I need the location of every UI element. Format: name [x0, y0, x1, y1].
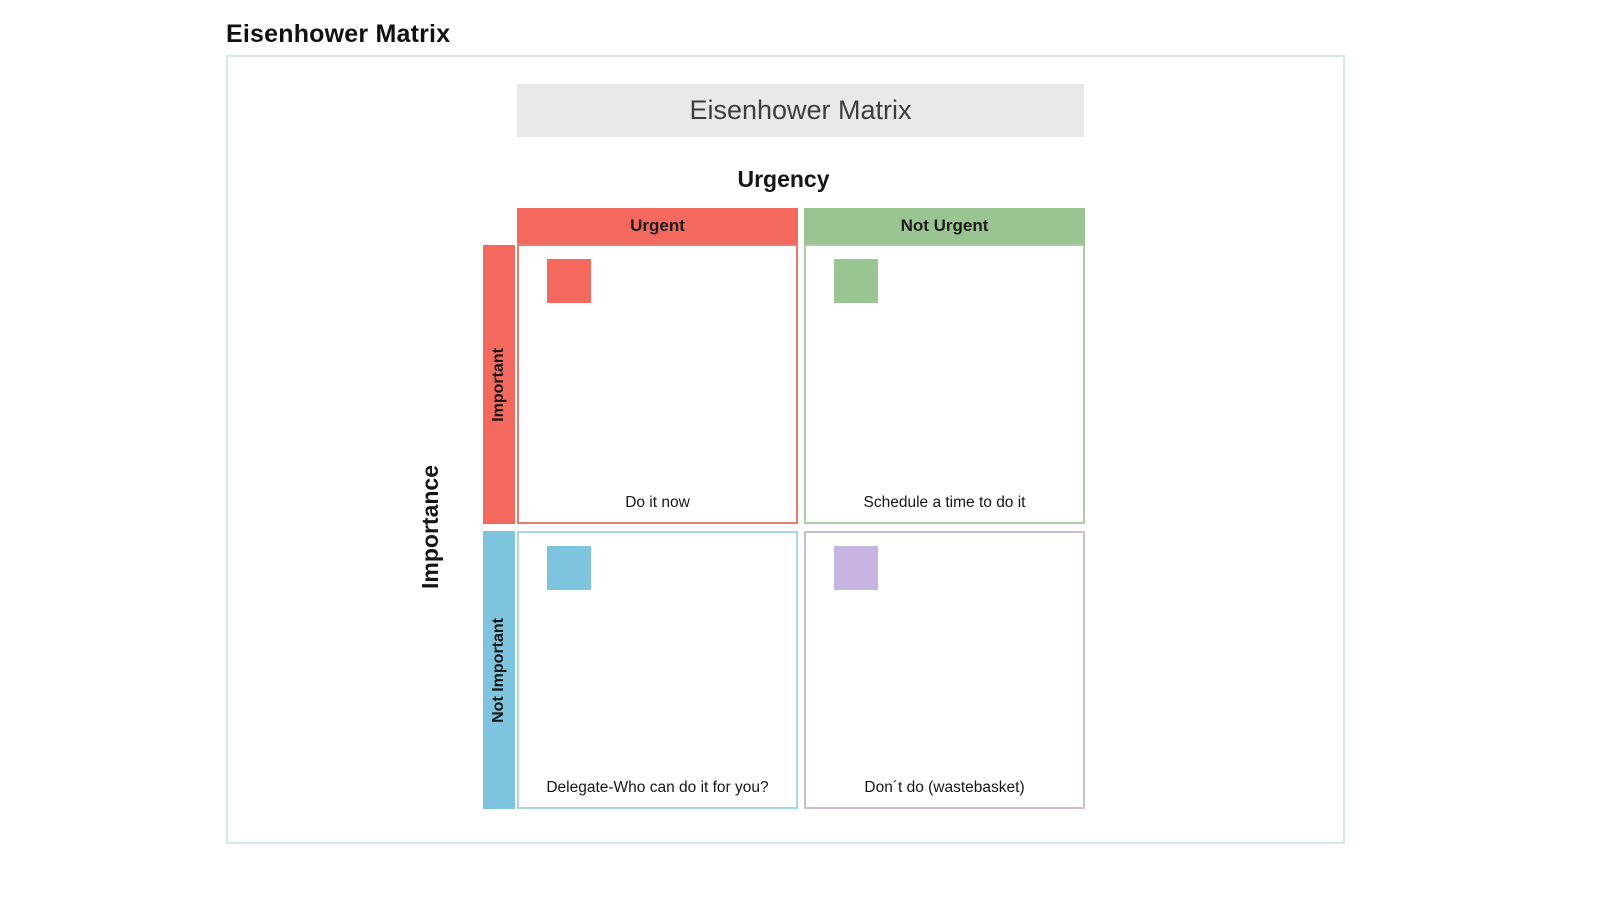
accent-square-icon [547, 546, 591, 590]
quadrant-action-label: Don´t do (wastebasket) [864, 779, 1025, 796]
column-header-not-urgent: Not Urgent [804, 208, 1085, 244]
quadrant-action-label: Delegate-Who can do it for you? [546, 779, 769, 796]
axis-label-importance-text: Importance [416, 465, 443, 589]
accent-square-icon [834, 259, 878, 303]
axis-label-importance: Importance [410, 245, 450, 809]
page-title: Eisenhower Matrix [226, 20, 451, 48]
quadrant-action-label: Schedule a time to do it [863, 494, 1026, 511]
quadrant-not-urgent-important: Schedule a time to do it [804, 244, 1085, 524]
accent-square-icon [547, 259, 591, 303]
quadrant-urgent-important: Do it now [517, 244, 798, 524]
quadrant-urgent-not-important: Delegate-Who can do it for you? [517, 531, 798, 809]
axis-label-urgency: Urgency [737, 166, 830, 192]
row-header-important-text: Important [490, 347, 507, 422]
row-header-important: Important [483, 245, 515, 524]
diagram-frame: Eisenhower Matrix Urgency Urgent Not Urg… [226, 55, 1345, 844]
column-header-urgent: Urgent [517, 208, 798, 244]
row-header-not-important: Not Important [483, 531, 515, 809]
matrix-title-bar: Eisenhower Matrix [517, 84, 1084, 137]
quadrant-action-label: Do it now [625, 494, 690, 511]
row-header-not-important-text: Not Important [490, 617, 507, 723]
quadrant-not-urgent-not-important: Don´t do (wastebasket) [804, 531, 1085, 809]
accent-square-icon [834, 546, 878, 590]
